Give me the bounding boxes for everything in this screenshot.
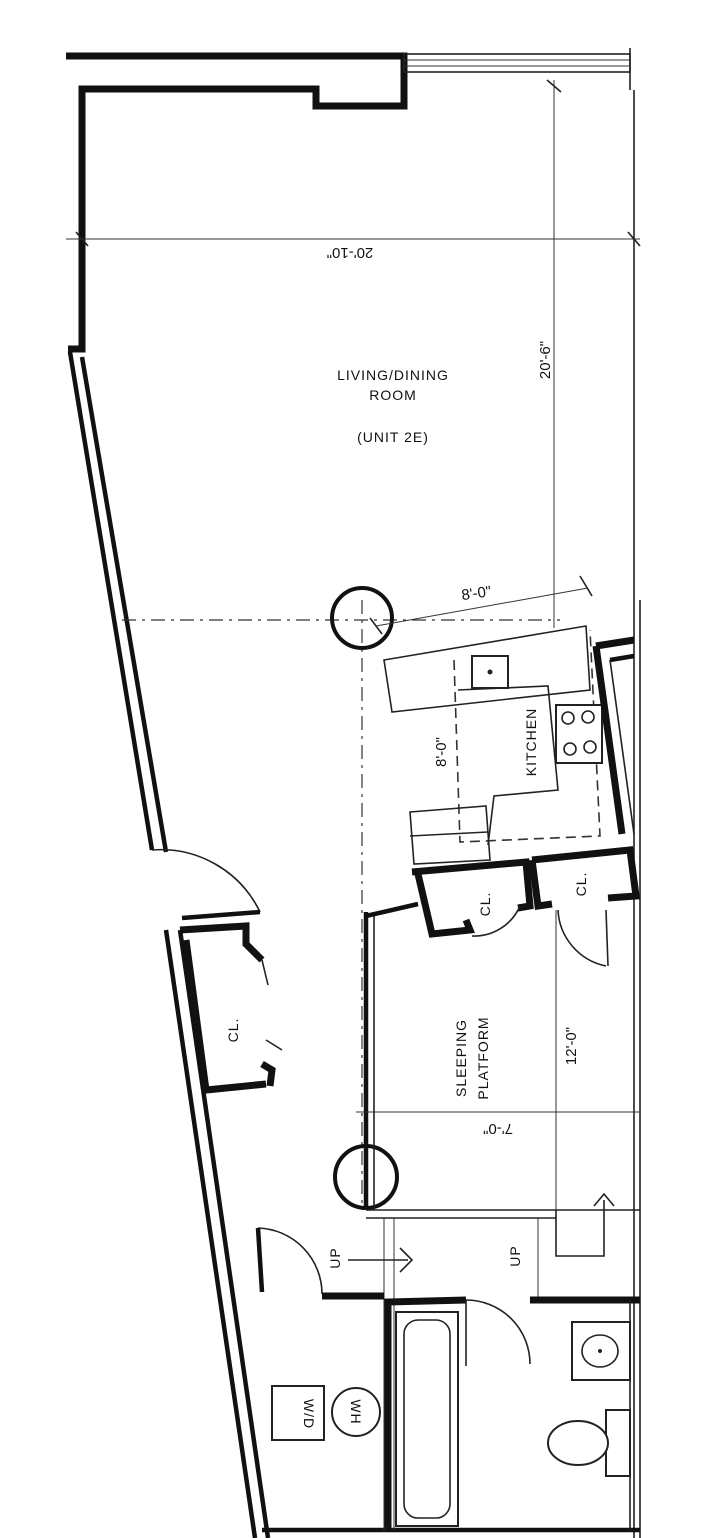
living-room-labels: LIVING/DINING ROOM (UNIT 2E) <box>337 367 449 445</box>
toilet-bowl-icon <box>547 1420 609 1466</box>
dimension-kitchen-depth: 8'-0" <box>433 737 450 767</box>
bathtub-icon <box>395 1311 459 1527</box>
central-closets: CL. CL. <box>365 846 640 967</box>
stair-up-label-2: UP <box>507 1245 523 1266</box>
toilet-tank-icon <box>605 1409 631 1477</box>
closet-label-right: CL. <box>573 872 589 897</box>
sleeping-label-2: PLATFORM <box>475 1016 491 1099</box>
closet-label-entry: CL. <box>225 1018 241 1043</box>
laundry-area: W/D WH <box>255 1227 384 1441</box>
sleeping-label-1: SLEEPING <box>453 1019 469 1097</box>
structural-column-1 <box>330 586 394 650</box>
entry-door <box>151 848 261 921</box>
stairs: UP UP <box>327 1218 539 1530</box>
living-room-title-2: ROOM <box>369 387 417 403</box>
closet-label-center: CL. <box>477 892 493 917</box>
kitchen-label: KITCHEN <box>523 708 539 776</box>
water-heater-icon <box>331 1387 381 1437</box>
dimension-platform-width: 7'-0" <box>483 1120 513 1137</box>
water-heater-label: WH <box>348 1399 364 1424</box>
living-dimensions: 20'-10" 20'-6" <box>66 79 641 1210</box>
unit-label: (UNIT 2E) <box>357 429 429 445</box>
bathroom <box>384 1296 640 1530</box>
entry-closet: CL. <box>179 922 283 1094</box>
dimension-kitchen-width: 8'-0" <box>460 583 492 604</box>
stair-up-label-1: UP <box>327 1247 343 1268</box>
kitchen: 8'-0" 8'-0" KITCHEN <box>369 575 635 865</box>
sleeping-platform: SLEEPING PLATFORM 12'-0" 7'-0" <box>356 910 640 1257</box>
living-room-title-1: LIVING/DINING <box>337 367 449 383</box>
dimension-platform-depth: 12'-0" <box>563 1027 580 1065</box>
dimension-living-depth: 20'-6" <box>537 341 554 379</box>
washer-dryer-icon <box>271 1385 325 1441</box>
dimension-living-width: 20'-10" <box>327 244 374 261</box>
washer-dryer-label: W/D <box>301 1399 317 1429</box>
